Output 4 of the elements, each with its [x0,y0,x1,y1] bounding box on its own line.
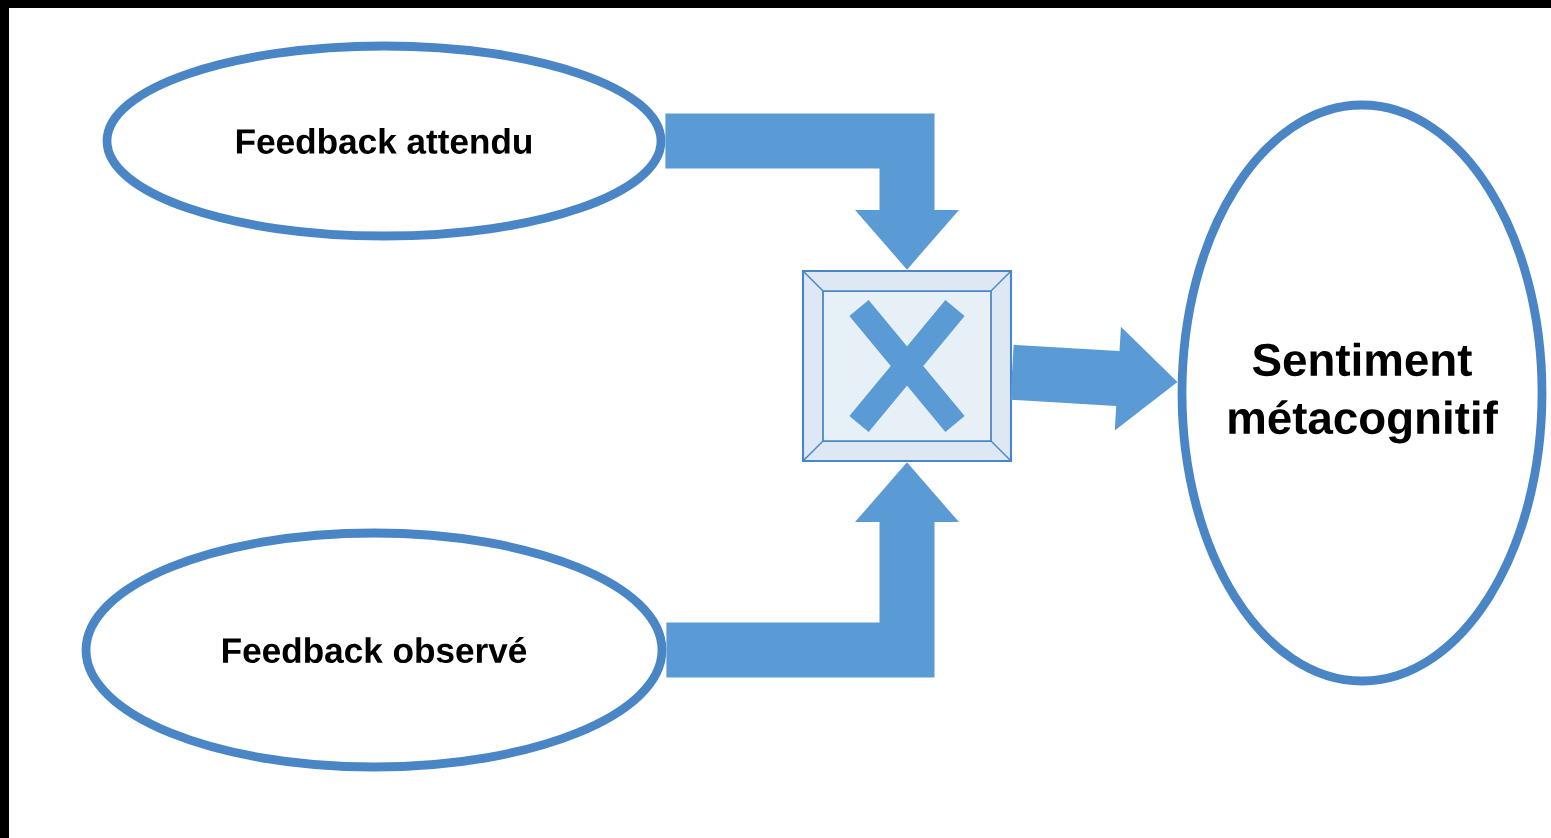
ellipse-node: Feedback observé [81,528,667,772]
ellipse-node: Sentiment métacognitif [1177,100,1547,686]
multiply-box [801,269,1013,463]
ellipse-node: Feedback attendu [102,41,666,241]
